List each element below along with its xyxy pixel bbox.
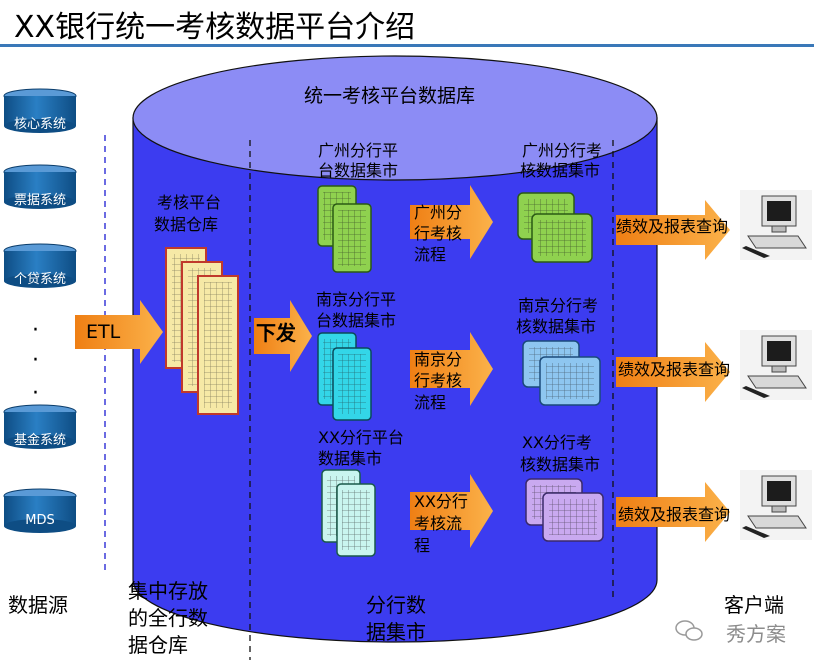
watermark: 秀方案 [726,622,786,646]
ellipsis-dot-3: · [32,381,39,406]
ellipsis-dot-2: · [32,348,39,373]
source-core-label: 核心系统 [13,117,66,132]
warehouse-documents [165,247,239,415]
label-warehouse-2: 的全行数 [128,606,208,630]
xx-flow-arrow [410,474,493,548]
nj-client-query-label: 绩效及报表查询 [618,360,731,379]
label-client: 客户端 [724,593,784,617]
computer-icon-2 [740,330,812,400]
xx-assess-mart-label-2: 核数据集市 [520,455,601,474]
label-data-source: 数据源 [8,593,68,617]
source-mds-label: MDS [25,513,55,528]
gz-flow-label-2: 行考核 [414,224,463,243]
computer-icon-3 [740,470,812,540]
dispatch-label: 下发 [256,321,296,345]
gz-client-query-label: 绩效及报表查询 [616,217,729,236]
warehouse-label-1: 考核平台 [157,193,222,212]
xx-flow-label-3: 程 [414,536,431,555]
cylinder-title: 统一考核平台数据库 [304,85,476,107]
nj-platform-mart-label-2: 台数据集市 [316,311,397,330]
label-warehouse-3: 据仓库 [128,633,188,657]
source-fund-label: 基金系统 [13,433,66,448]
source-loan: 个贷系统 [4,252,76,298]
xx-platform-mart-icon [321,469,376,557]
gz-assess-mart-icon [517,192,593,263]
nj-flow-arrow [410,332,493,406]
nj-flow-label-2: 行考核 [414,371,463,390]
dispatch-arrow [254,300,312,372]
source-bill-label: 票据系统 [13,193,66,208]
source-disc-loan [3,243,77,288]
gz-client-arrow [616,200,730,260]
source-core: 核心系统 [4,97,76,143]
gz-platform-mart-label-1: 广州分行平 [318,141,399,160]
xx-assess-mart-icon [525,478,604,542]
gz-platform-mart-label-2: 台数据集市 [318,161,399,180]
wechat-icon [675,620,703,641]
ellipsis-dot-1: · [32,318,39,343]
xx-client-query-label: 绩效及报表查询 [618,505,731,524]
xx-assess-mart-label-1: XX分行考 [522,433,592,452]
xx-platform-mart-label-2: 数据集市 [318,449,383,468]
nj-platform-mart-icon [317,332,372,421]
nj-flow-label-1: 南京分 [414,350,463,369]
nj-assess-mart-label-1: 南京分行考 [518,296,599,315]
label-warehouse-1: 集中存放 [128,579,208,603]
computer-icon-1 [740,190,812,260]
gz-flow-label-3: 流程 [414,245,447,264]
cylinder-top [132,55,658,181]
nj-assess-mart-label-2: 核数据集市 [516,317,597,336]
xx-flow-label-1: XX分行 [414,492,468,511]
source-disc-fund [3,404,77,449]
source-disc-bill [3,164,77,209]
nj-client-arrow [616,342,730,402]
page-title: XX银行统一考核数据平台介绍 [14,10,416,45]
source-loan-label: 个贷系统 [13,272,66,287]
source-disc-core [3,88,77,133]
gz-assess-mart-label-2: 核数据集市 [520,161,601,180]
source-fund: 基金系统 [4,413,76,459]
label-mart-2: 据集市 [366,620,426,644]
nj-assess-mart-icon [522,340,601,406]
etl-label: ETL [86,321,121,343]
nj-flow-label-3: 流程 [414,393,447,412]
label-mart-1: 分行数 [366,593,426,617]
source-bill: 票据系统 [4,173,76,219]
gz-platform-mart-icon [317,185,372,273]
xx-platform-mart-label-1: XX分行平台 [318,428,404,447]
etl-arrow [75,300,163,364]
warehouse-label-2: 数据仓库 [154,215,219,234]
nj-platform-mart-label-1: 南京分行平 [316,290,397,309]
xx-client-arrow [616,482,730,542]
title-divider [0,44,814,47]
gz-assess-mart-label-1: 广州分行考 [522,141,603,160]
source-mds: MDS [4,497,76,543]
gz-flow-label-1: 广州分 [414,203,463,222]
xx-flow-label-2: 考核流 [414,514,463,533]
source-disc-mds [3,488,77,533]
gz-flow-arrow [410,185,493,259]
